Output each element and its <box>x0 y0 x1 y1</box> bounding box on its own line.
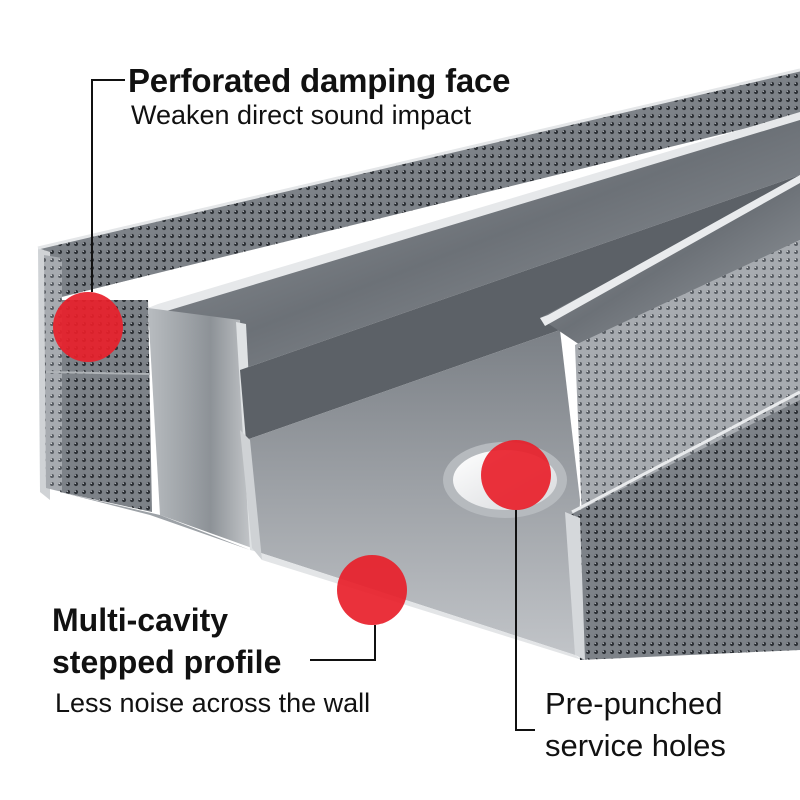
leader-perforated <box>91 79 125 292</box>
leader-lines <box>91 79 535 731</box>
holes-title-line1: Pre-punched <box>545 686 723 721</box>
holes-title-line2: service holes <box>545 728 726 763</box>
marker-profile <box>337 555 407 625</box>
right-channel <box>540 175 800 660</box>
marker-hole <box>481 440 551 510</box>
middle-channel <box>60 112 800 552</box>
leader-hole <box>515 510 535 731</box>
profile-title-line1: Multi-cavity <box>52 602 229 638</box>
callout-markers <box>53 292 551 625</box>
leader-profile <box>310 625 376 661</box>
marker-perforated <box>53 292 123 362</box>
profile-subtitle: Less noise across the wall <box>55 688 371 718</box>
perforated-title: Perforated damping face <box>128 62 511 99</box>
perforated-subtitle: Weaken direct sound impact <box>131 100 472 130</box>
profile-title-line2: stepped profile <box>52 644 282 680</box>
